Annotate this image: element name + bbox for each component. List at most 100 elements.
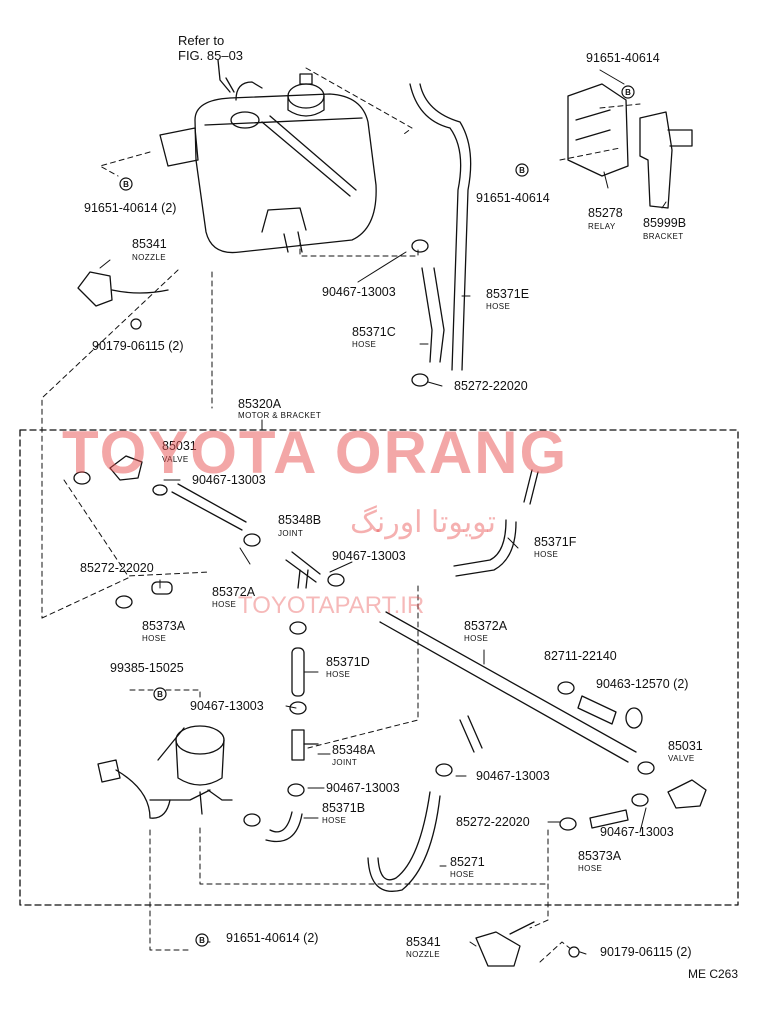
motor-bracket-enclosure [19,429,739,906]
label-clamp-right: 85272-22020 [456,815,530,829]
label-nozzle-lower-name: NOZZLE [406,950,440,959]
label-hose-f-number: 85371F [534,535,577,549]
bolt-marker-relay [515,163,529,177]
joint-85348A-drawing [291,729,319,761]
label-hose-373a-left-name: HOSE [142,634,167,643]
hose-85371C-drawing [421,267,445,363]
bolt-letter-motor: B [157,690,163,699]
label-hose-373a-right-name: HOSE [578,864,603,873]
label-bolt-bottom: 91651-40614 (2) [226,931,319,945]
label-hose-85271-number: 85271 [450,855,485,869]
label-nozzle-upper-number: 85341 [132,237,167,251]
refer-note-line1: Refer to [178,33,225,48]
bolt-marker-bottom [195,933,209,947]
hose-85373A-drawing [151,581,629,829]
hose-85371D-drawing [291,647,305,697]
hose-85372A-left-drawing [171,483,247,531]
nut-marker-lower [568,946,580,958]
label-hose-c-name: HOSE [352,340,377,349]
bolt-letter-top-right: B [625,88,631,97]
label-clip-joint-a: 90467-13003 [326,781,400,795]
label-motor-bracket-name: MOTOR & BRACKET [238,411,322,420]
label-bracket-number: 85999B [643,216,687,230]
label-joint-b-name: JOINT [278,529,304,538]
label-valve-left-number: 85031 [162,439,197,453]
dashed-leaders [41,67,641,963]
nut-marker-upper [130,318,142,330]
label-hose-373a-right-number: 85373A [578,849,622,863]
joint-85348B-drawing [285,551,321,589]
label-hose-a-long-number: 85372A [464,619,508,633]
label-hose-b-number: 85371B [322,801,366,815]
label-clamp-left: 85272-22020 [80,561,154,575]
label-hose-c-number: 85371C [352,325,396,339]
bolt-letter-tank: B [123,180,129,189]
washer-motor-drawing [97,725,233,819]
bolt-letter-bottom: B [199,936,205,945]
label-hose-e-number: 85371E [486,287,530,301]
label-bolt-relay-left: 91651-40614 [476,191,550,205]
clips-drawing [73,239,655,831]
bolt-letter-relay: B [519,166,525,175]
relay-85278-drawing [567,83,629,177]
label-clip-valve-left: 90467-13003 [192,473,266,487]
label-joint-b-number: 85348B [278,513,322,527]
bolt-markers [119,85,635,958]
label-clip-motor: 90467-13003 [190,699,264,713]
figure-code: ME C263 [688,967,739,981]
watermark-url: TOYOTAPART.IR [238,592,425,619]
label-valve-left-name: VALVE [162,455,189,464]
nozzle-upper-drawing [77,271,169,307]
label-valve-right-name: VALVE [668,754,695,763]
hose-85371E-drawing [409,83,472,371]
label-bolt-top-right: 91651-40614 [586,51,660,65]
label-valve-right-number: 85031 [668,739,703,753]
valve-85031-right-drawing [667,779,707,809]
label-connector: 82711-22140 [544,649,617,663]
hose-85371F-drawing [453,519,517,577]
label-relay-number: 85278 [588,206,623,220]
label-hose-a-left-name: HOSE [212,600,237,609]
label-nut-upper: 90179-06115 (2) [92,339,184,353]
label-clip-joint-b: 90467-13003 [332,549,406,563]
label-hose-d-number: 85371D [326,655,370,669]
valve-small-drawing [459,469,539,753]
label-hose-d-name: HOSE [326,670,351,679]
label-nozzle-upper-name: NOZZLE [132,253,166,262]
label-hose-a-left-number: 85372A [212,585,256,599]
label-joint-a-number: 85348A [332,743,376,757]
label-clip-right: 90467-13003 [600,825,674,839]
label-motor-bracket-number: 85320A [238,397,282,411]
bracket-85999B-drawing [639,111,693,209]
bolt-marker-tank [119,177,133,191]
bolt-marker-motor [153,687,167,701]
label-relay-name: RELAY [588,222,616,231]
label-nut-lower: 90179-06115 (2) [600,945,692,959]
valve-85031-left-drawing [109,455,143,481]
label-clip-mid-right: 90467-13003 [476,769,550,783]
label-hose-373a-left-number: 85373A [142,619,186,633]
label-hose-85271-name: HOSE [450,870,475,879]
label-clip-upper: 90467-13003 [322,285,396,299]
label-hose-b-name: HOSE [322,816,347,825]
watermark-farsi: تویوتا اورنگ [350,506,497,539]
nozzle-lower-drawing [475,921,535,967]
label-hose-e-name: HOSE [486,302,511,311]
washer-tank-drawing [159,59,377,254]
label-joint-a-name: JOINT [332,758,358,767]
refer-note-line2: FIG. 85–03 [178,48,244,63]
label-bolt-tank: 91651-40614 (2) [84,201,177,215]
watermark-main: TOYOTA ORANG [62,419,569,486]
label-clamp-upper: 85272-22020 [454,379,528,393]
label-bracket-name: BRACKET [643,232,684,241]
label-hose-a-long-name: HOSE [464,634,489,643]
label-hose-f-name: HOSE [534,550,559,559]
hose-85271-drawing [367,791,441,892]
label-clip-90463: 90463-12570 (2) [596,677,689,691]
label-bolt-motor: 99385-15025 [110,661,184,675]
label-nozzle-lower-number: 85341 [406,935,441,949]
hose-85371B-drawing [265,811,303,843]
bolt-marker-top-right [621,85,635,99]
hose-85372A-long-drawing [379,611,637,763]
